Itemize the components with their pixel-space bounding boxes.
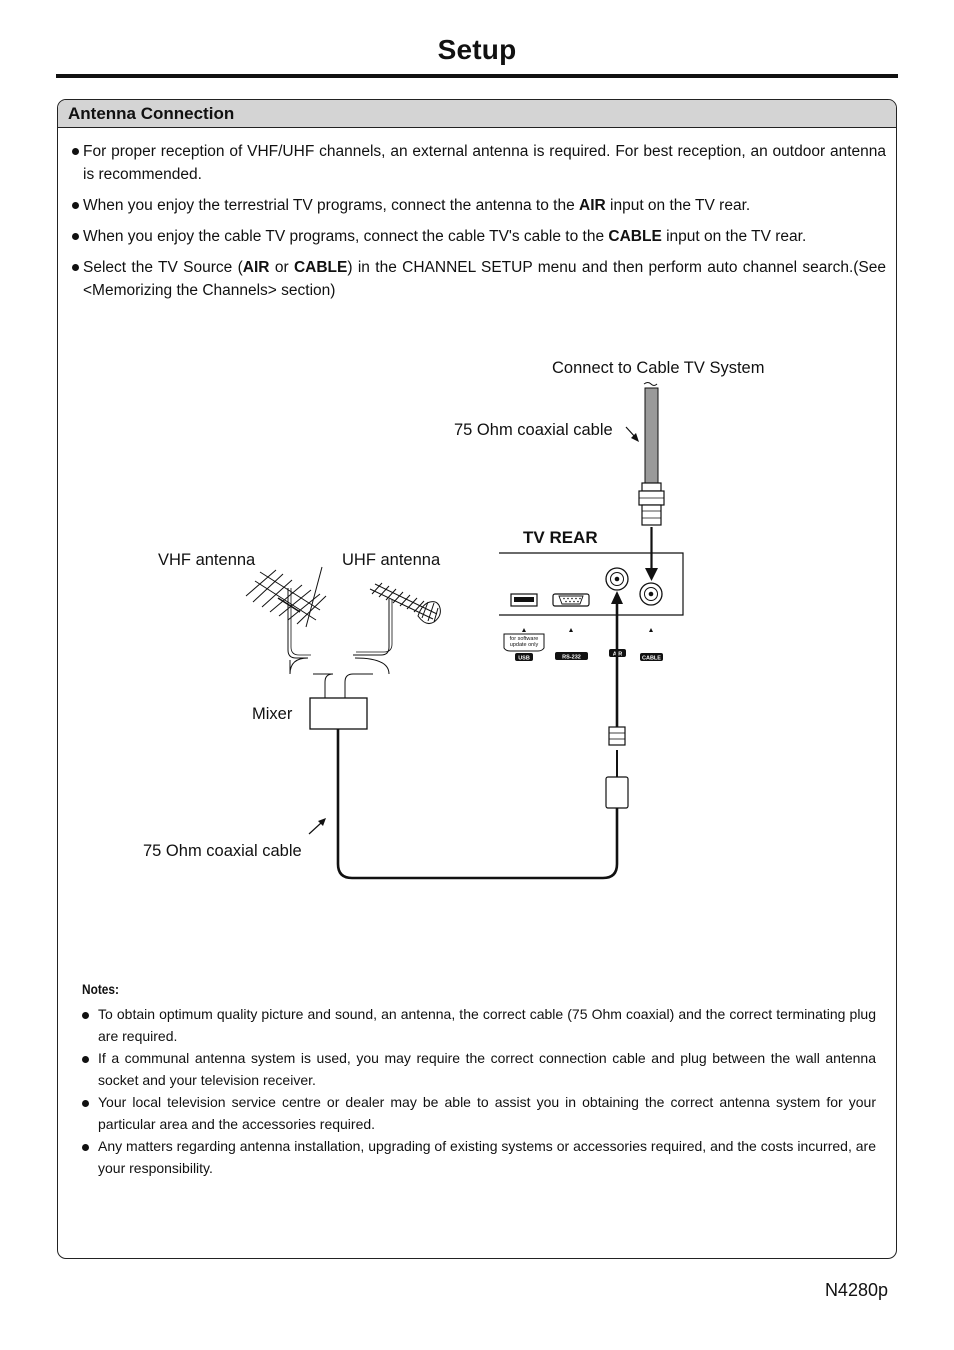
bullet-dot <box>82 1056 89 1063</box>
text-run: ) in the CHANNEL SETUP menu and then per… <box>83 259 886 299</box>
coax-top-arrow <box>625 426 639 442</box>
usb-note-line2: update only <box>510 642 539 648</box>
cable-system-label: Connect to Cable TV System <box>552 359 764 377</box>
cable-tv-feed <box>638 382 665 581</box>
note-item: If a communal antenna system is used, yo… <box>82 1048 876 1091</box>
bold-term: CABLE <box>608 228 662 245</box>
bold-term: CABLE <box>293 259 348 276</box>
note-text: Any matters regarding antenna installati… <box>98 1138 876 1176</box>
note-item: To obtain optimum quality picture and so… <box>82 1004 876 1047</box>
bullet-dot <box>72 233 79 240</box>
instruction-text: When you enjoy the terrestrial TV progra… <box>83 197 750 214</box>
tv-rear-panel <box>499 552 684 632</box>
instruction-text: When you enjoy the cable TV programs, co… <box>83 228 806 245</box>
instruction-item: When you enjoy the cable TV programs, co… <box>72 225 886 248</box>
bullet-dot <box>82 1100 89 1107</box>
content-panel: Antenna Connection <box>57 99 897 1259</box>
air-input-arrow <box>611 591 623 604</box>
bold-term: AIR <box>242 259 270 276</box>
page-title: Setup <box>437 34 517 65</box>
bullet-dot <box>82 1144 89 1151</box>
instruction-item: When you enjoy the terrestrial TV progra… <box>72 194 886 217</box>
text-run: When you enjoy the cable TV programs, co… <box>83 228 609 245</box>
instruction-item: For proper reception of VHF/UHF channels… <box>72 140 886 186</box>
mixer-box <box>289 657 390 730</box>
note-item: Your local television service centre or … <box>82 1092 876 1135</box>
instruction-text: For proper reception of VHF/UHF channels… <box>83 143 886 183</box>
note-text: Your local television service centre or … <box>98 1094 876 1132</box>
bullet-dot <box>72 264 79 271</box>
instruction-item: Select the TV Source (AIR or CABLE) in t… <box>72 256 886 302</box>
text-run: For proper reception of VHF/UHF channels… <box>83 143 886 183</box>
note-item: Any matters regarding antenna installati… <box>82 1136 876 1179</box>
cable-port-label: CABLE <box>642 656 661 662</box>
note-text: To obtain optimum quality picture and so… <box>98 1006 876 1044</box>
vhf-antenna <box>245 566 327 659</box>
coax-bottom-label: 75 Ohm coaxial cable <box>143 842 302 860</box>
notes-title: Notes: <box>82 982 119 997</box>
text-run: input on the TV rear. <box>605 197 751 214</box>
bullet-dot <box>82 1012 89 1019</box>
text-run: When you enjoy the terrestrial TV progra… <box>83 197 579 214</box>
coax-top-label: 75 Ohm coaxial cable <box>454 421 613 439</box>
mixer-label: Mixer <box>252 705 293 723</box>
usb-note: for software update only <box>503 633 545 652</box>
notes-list: To obtain optimum quality picture and so… <box>82 1004 876 1180</box>
coax-bottom-arrow <box>308 818 326 835</box>
vhf-antenna-label: VHF antenna <box>158 551 256 569</box>
section-title: Antenna Connection <box>68 104 235 123</box>
uhf-antenna-label: UHF antenna <box>342 551 441 569</box>
rs232-port-label: RS-232 <box>562 655 581 661</box>
instruction-list: For proper reception of VHF/UHF channels… <box>72 140 886 310</box>
usb-port-label: USB <box>518 656 530 662</box>
note-text: If a communal antenna system is used, yo… <box>98 1050 876 1088</box>
text-run: input on the TV rear. <box>661 228 807 245</box>
instruction-text: Select the TV Source (AIR or CABLE) in t… <box>83 259 886 299</box>
section-header: Antenna Connection <box>58 100 896 128</box>
usb-note-line1: for software <box>510 636 539 642</box>
title-rule <box>56 74 898 78</box>
text-run: or <box>269 259 294 276</box>
coax-lower-run <box>336 600 629 880</box>
text-run: Select the TV Source ( <box>83 259 243 276</box>
bullet-dot <box>72 202 79 209</box>
bold-term: AIR <box>579 197 606 214</box>
uhf-antenna <box>353 582 441 656</box>
model-code: N4280p <box>824 1280 888 1300</box>
bullet-dot <box>72 148 79 155</box>
tv-rear-label: TV REAR <box>523 528 598 547</box>
